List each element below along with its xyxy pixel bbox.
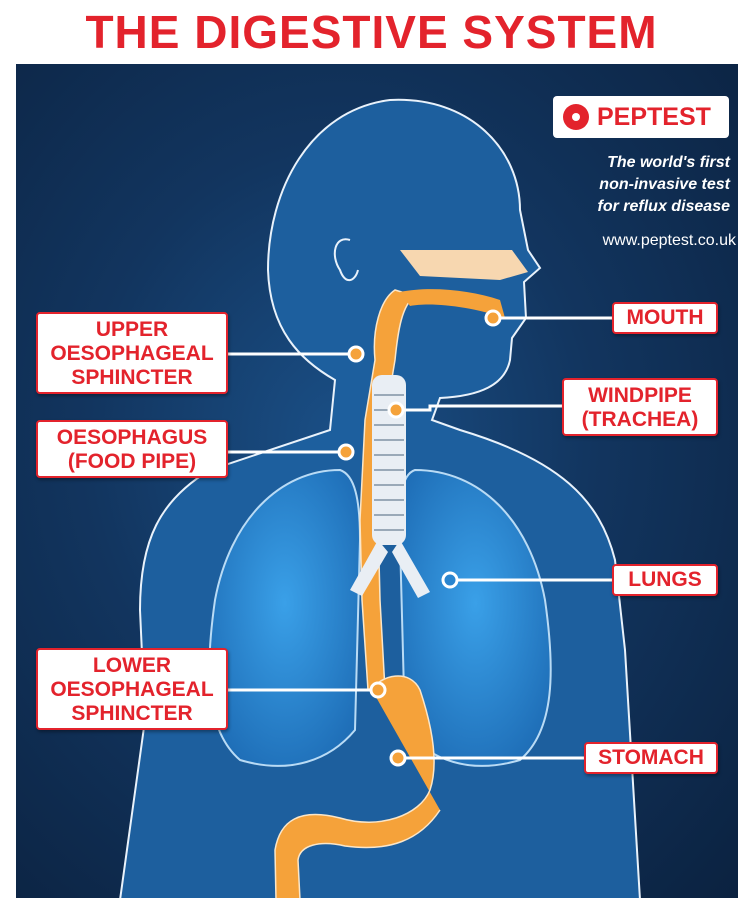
label-lungs: LUNGS: [612, 564, 718, 596]
brand-url[interactable]: www.peptest.co.uk: [540, 230, 736, 252]
label-line: WINDPIPE: [564, 384, 716, 408]
peptest-logo: PEPTEST: [553, 96, 729, 138]
brand-name: PEPTEST: [597, 102, 711, 132]
lower-sphincter-marker: [371, 683, 385, 697]
label-upper-oesophageal-sphincter: UPPER OESOPHAGEAL SPHINCTER: [36, 312, 228, 394]
lungs-marker: [443, 573, 457, 587]
label-line: OESOPHAGEAL: [38, 342, 226, 366]
label-stomach: STOMACH: [584, 742, 718, 774]
label-windpipe: WINDPIPE (TRACHEA): [562, 378, 718, 436]
label-line: SPHINCTER: [38, 366, 226, 390]
stomach-marker: [391, 751, 405, 765]
label-line: MOUTH: [614, 306, 716, 330]
tagline-line: for reflux disease: [540, 196, 730, 218]
label-line: LUNGS: [614, 568, 716, 592]
mouth-marker: [486, 311, 500, 325]
windpipe-marker: [389, 403, 403, 417]
oesophagus-marker: [339, 445, 353, 459]
label-line: STOMACH: [586, 746, 716, 770]
label-line: (FOOD PIPE): [38, 450, 226, 474]
peptest-logo-icon: [563, 104, 589, 130]
label-line: UPPER: [38, 318, 226, 342]
brand-tagline: The world's first non-invasive test for …: [540, 152, 730, 218]
label-line: SPHINCTER: [38, 702, 226, 726]
tagline-line: The world's first: [540, 152, 730, 174]
upper-sphincter-marker: [349, 347, 363, 361]
label-line: OESOPHAGEAL: [38, 678, 226, 702]
tagline-line: non-invasive test: [540, 174, 730, 196]
label-line: (TRACHEA): [564, 408, 716, 432]
label-line: LOWER: [38, 654, 226, 678]
label-line: OESOPHAGUS: [38, 426, 226, 450]
label-mouth: MOUTH: [612, 302, 718, 334]
label-lower-oesophageal-sphincter: LOWER OESOPHAGEAL SPHINCTER: [36, 648, 228, 730]
label-oesophagus: OESOPHAGUS (FOOD PIPE): [36, 420, 228, 478]
